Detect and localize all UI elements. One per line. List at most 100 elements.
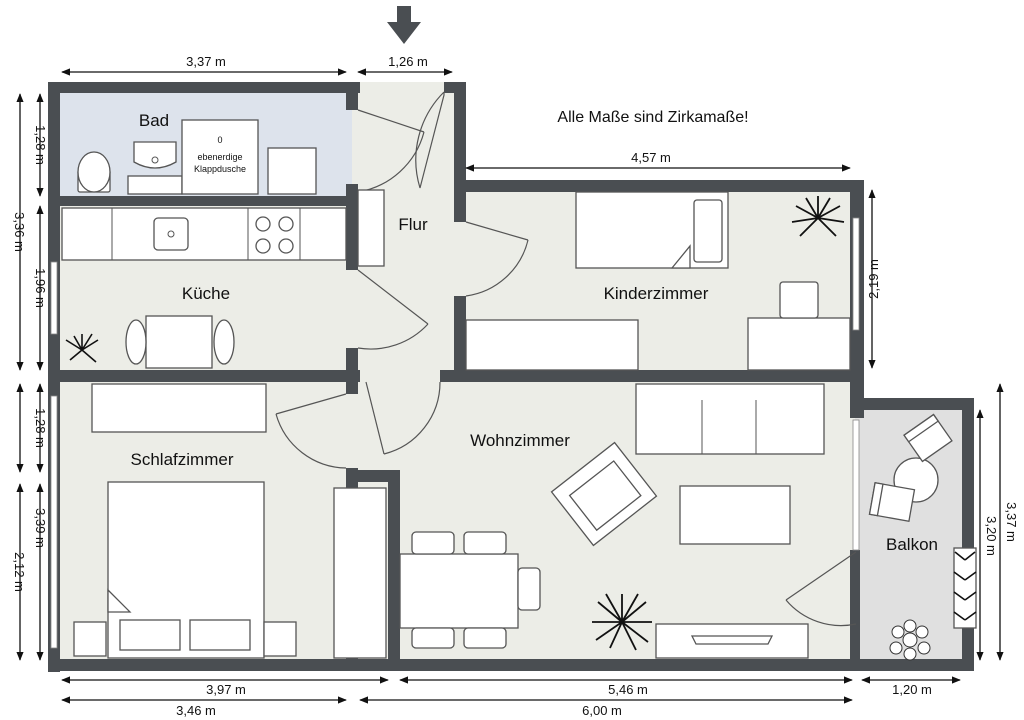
wall-kinder-wohn	[440, 370, 860, 382]
dim-right-outer: 3,37 m	[1004, 502, 1019, 542]
flur-cabinet	[357, 189, 385, 267]
shower-label-line1: ebenerdige	[197, 152, 242, 162]
wall-wardrobe-right	[388, 470, 400, 670]
room-label-kinderzimmer: Kinderzimmer	[604, 284, 709, 303]
schlaf-wardrobe	[91, 383, 267, 433]
wall-balkon-top	[850, 398, 973, 410]
tv	[690, 635, 774, 645]
doors	[275, 91, 857, 627]
schlaf-wardrobe-tall	[333, 487, 387, 659]
window-wohn-right	[852, 419, 860, 551]
plant-kueche	[65, 333, 99, 363]
wall-kueche-flur	[346, 184, 358, 270]
window-kueche-left	[50, 261, 58, 335]
dim-top-entrance: 1,26 m	[388, 54, 428, 69]
dim-bottom-schlaf-inner: 3,46 m	[176, 703, 216, 718]
wall-kueche-flur-low	[346, 348, 358, 370]
bad-furniture	[77, 119, 317, 195]
wall-bottom	[48, 659, 973, 671]
dim-bottom-schlaf: 3,97 m	[206, 682, 246, 697]
dim-left-schlaf: 2,12 m	[12, 552, 27, 592]
shower	[181, 119, 259, 195]
sink-basin	[133, 141, 177, 169]
kinder-furniture	[465, 191, 851, 371]
dim-bottom-total: 6,00 m	[582, 703, 622, 718]
door-wohn	[365, 381, 441, 455]
room-label-kueche: Küche	[182, 284, 230, 303]
room-label-balkon: Balkon	[886, 535, 938, 554]
schlaf-pillow	[119, 619, 181, 651]
stove-burner	[255, 238, 271, 254]
stove-burner	[255, 216, 271, 232]
window-kinder-right	[852, 217, 860, 331]
bathroom-cabinet	[267, 147, 317, 195]
dim-left-total-top: 3,36 m	[12, 212, 27, 252]
schlaf-pillow	[189, 619, 251, 651]
balkon-planter	[953, 547, 977, 629]
kinder-desk	[747, 317, 851, 371]
dining-chair	[517, 567, 541, 611]
door-kinder	[465, 221, 529, 297]
kinder-desk-chair	[779, 281, 819, 319]
kinder-blanket-fold	[670, 244, 691, 269]
dim-left-schlaf-top: 1,28 m	[33, 408, 48, 448]
entrance-arrow	[387, 6, 421, 44]
dim-kinder-height: 2,19 m	[866, 259, 881, 299]
room-label-wohnzimmer: Wohnzimmer	[470, 431, 570, 450]
room-label-bad: Bad	[139, 111, 169, 130]
kinder-pillow	[693, 199, 723, 263]
dining-chair	[463, 531, 507, 555]
dim-right-inner: 3,20 m	[984, 516, 999, 556]
dining-table	[399, 553, 519, 629]
kitchen-furniture	[61, 207, 347, 369]
nightstand	[263, 621, 297, 657]
dim-top-left: 3,37 m	[186, 54, 226, 69]
dimension-lines	[16, 68, 1004, 704]
wohn-furniture	[399, 383, 825, 659]
balkon-chair	[903, 413, 953, 463]
kitchen-sink-drain	[167, 230, 175, 238]
kitchen-chair	[213, 319, 235, 365]
door-balkon	[785, 551, 857, 627]
door-schlaf	[275, 393, 347, 469]
measurement-note: Alle Maße sind Zirkamaße!	[557, 109, 748, 126]
kitchen-sink	[153, 217, 189, 251]
room-label-schlafzimmer: Schlafzimmer	[131, 450, 234, 469]
outside-bottom-right-gap	[860, 82, 1024, 408]
stove-burner	[278, 238, 294, 254]
door-kueche	[357, 269, 429, 350]
dining-chair	[411, 627, 455, 649]
plant-balkon	[889, 619, 931, 661]
wall-kueche-schlaf	[48, 370, 360, 382]
sink-counter	[127, 175, 183, 195]
wall-bad-kueche	[60, 196, 358, 206]
kitchen-chair	[125, 319, 147, 365]
dim-left-bad: 1,28 m	[33, 125, 48, 165]
wall-flur-kinder-low	[454, 296, 466, 376]
window-schlaf-left	[50, 395, 58, 649]
stove-burner	[278, 216, 294, 232]
toilet-bowl	[77, 151, 111, 193]
balkon-chair	[868, 482, 916, 522]
wall-bad-flur-top	[346, 92, 358, 110]
wall-top-left	[48, 82, 360, 93]
plant-kinder	[791, 196, 845, 237]
dim-left-kueche: 1,96 m	[33, 268, 48, 308]
planter-plants	[953, 551, 977, 621]
wall-balkon-right	[962, 398, 974, 671]
outside-top-right	[464, 82, 864, 182]
armchair	[550, 441, 658, 547]
kitchen-table	[145, 315, 213, 369]
dim-bottom-wohn: 5,46 m	[608, 682, 648, 697]
dim-bottom-balkon: 1,20 m	[892, 682, 932, 697]
schlaf-blanket-fold	[107, 588, 132, 613]
balkon-furniture	[868, 413, 977, 661]
sink-drain	[151, 156, 159, 164]
wall-flur-right	[454, 82, 466, 222]
wall-kinder-top	[454, 180, 864, 192]
schlaf-furniture	[73, 383, 387, 659]
dining-chair	[463, 627, 507, 649]
plant-wohn	[592, 593, 652, 651]
wall-wardrobe-box	[346, 470, 400, 482]
